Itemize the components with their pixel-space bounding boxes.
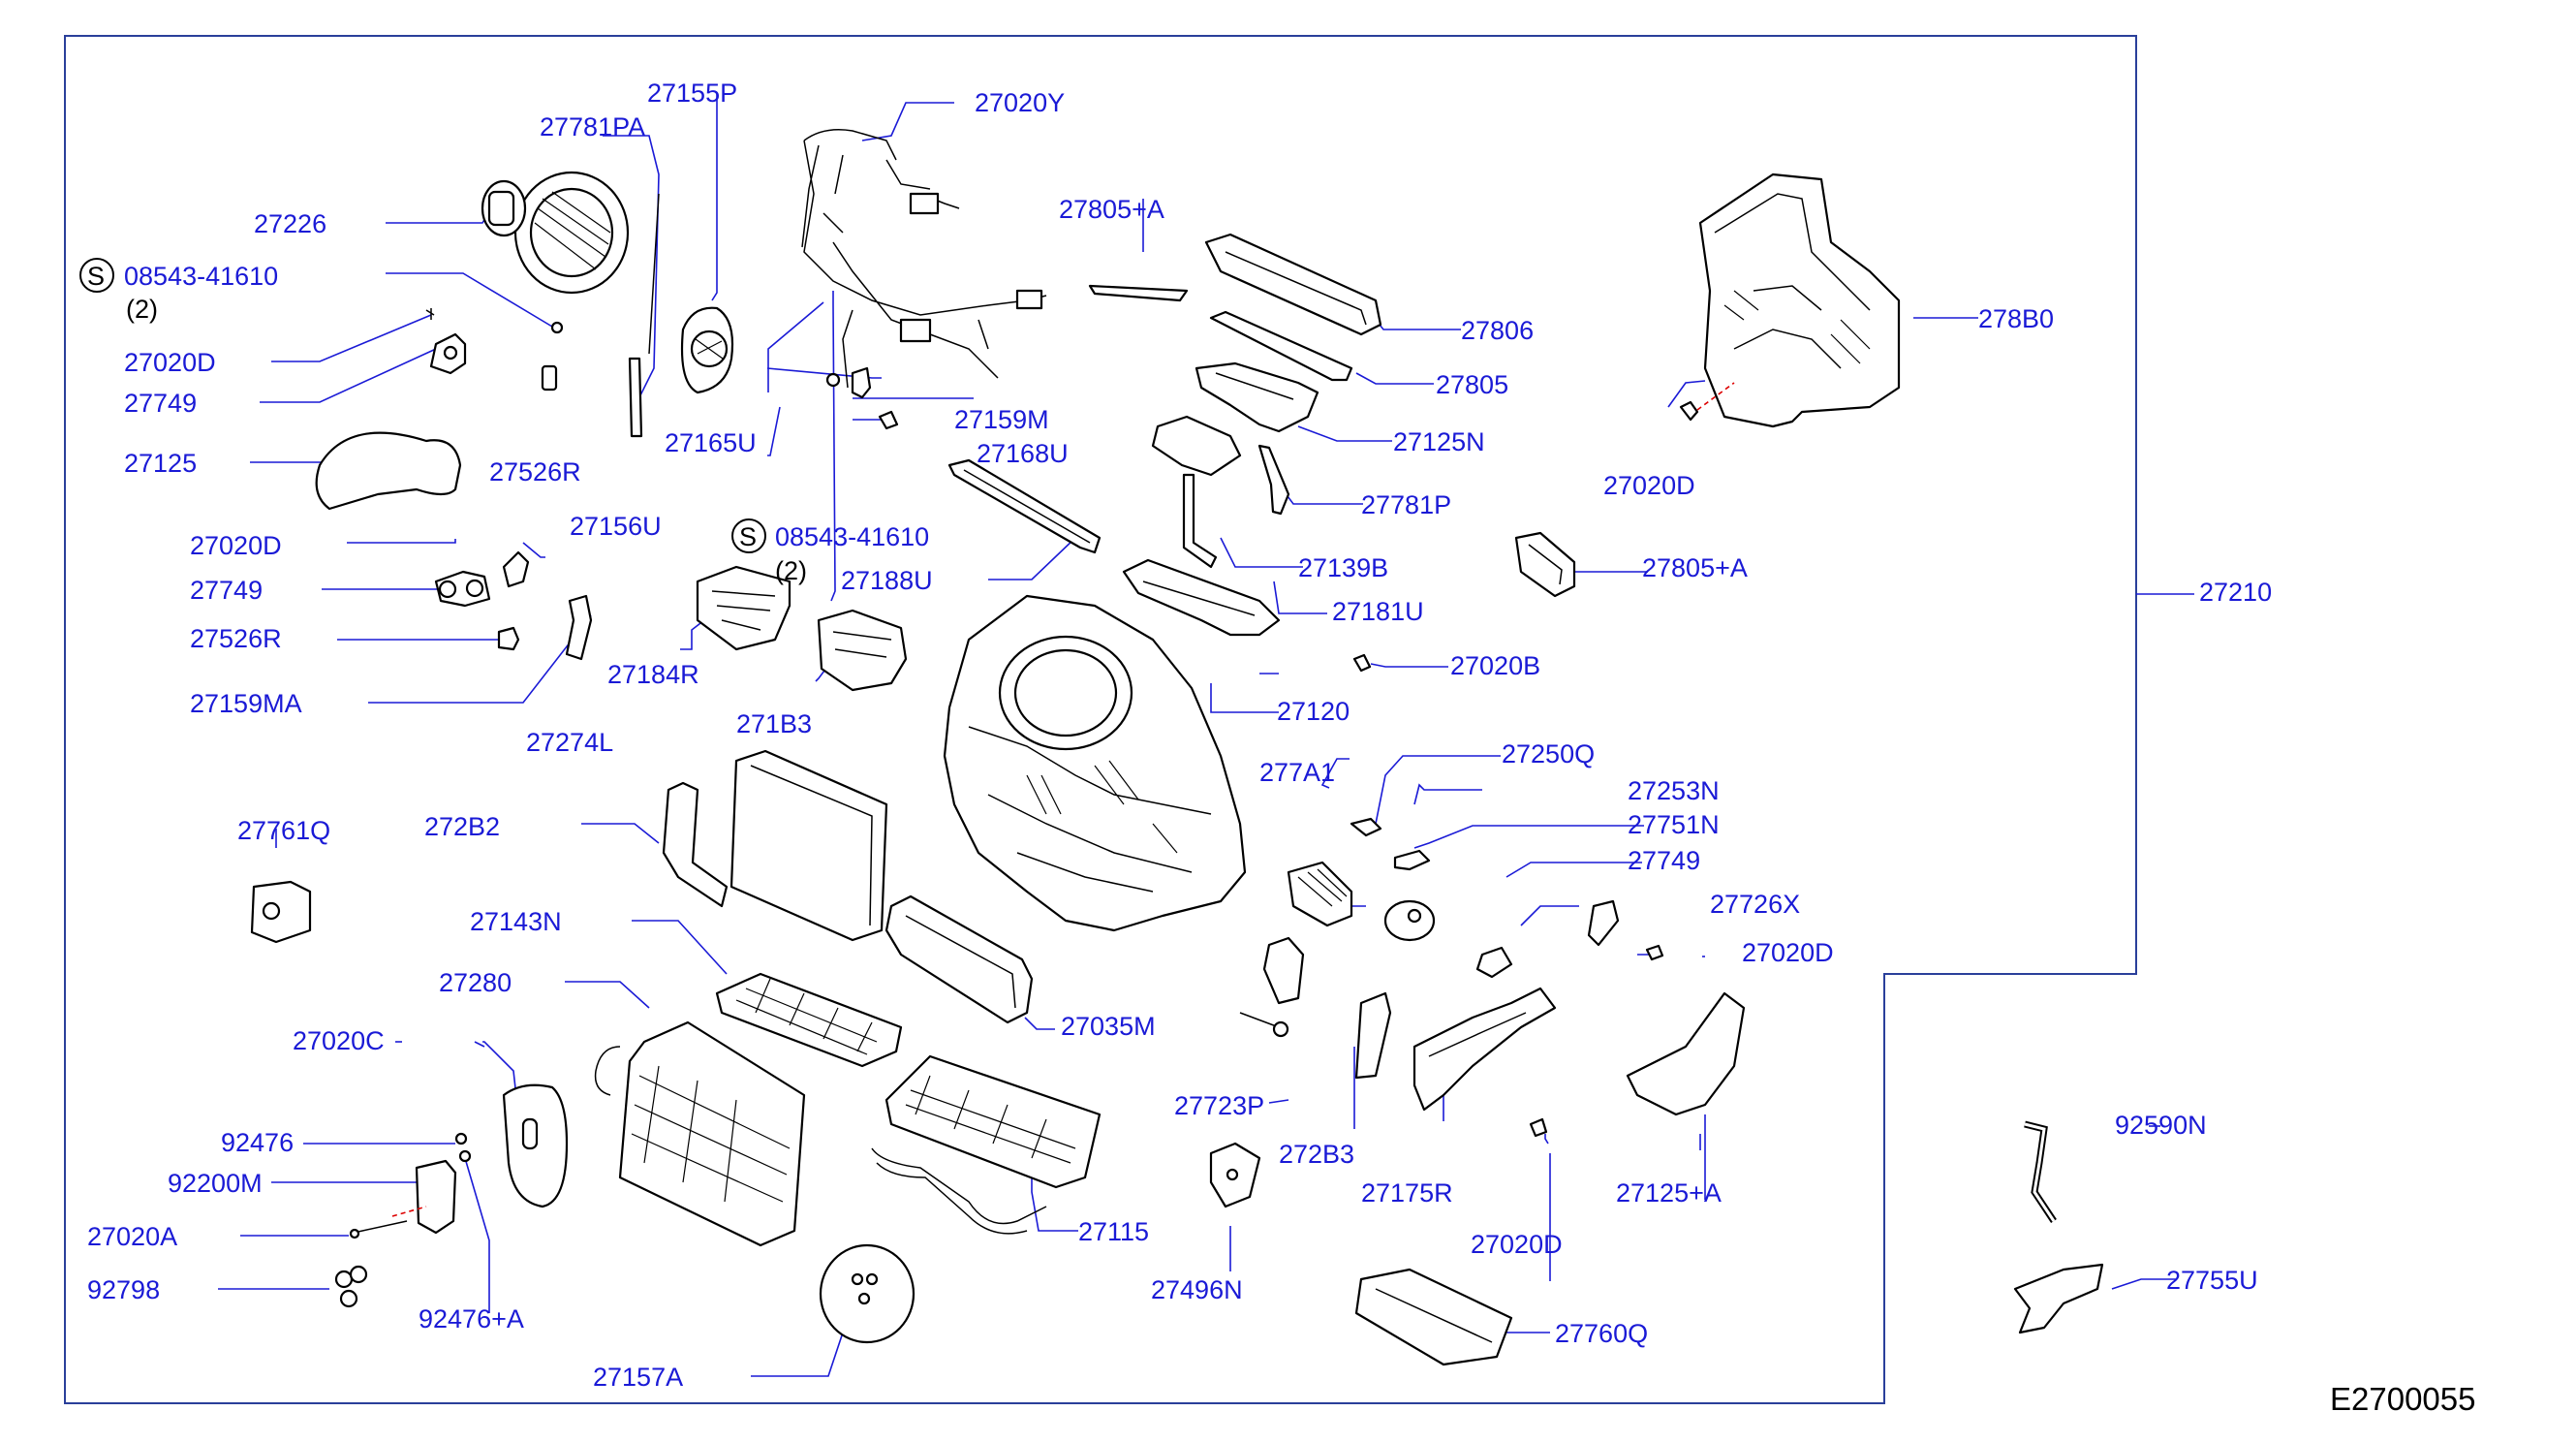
label-277A1: 277A1 (1259, 758, 1335, 787)
label-27020D-a: 27020D (124, 348, 216, 377)
label-27159M: 27159M (954, 405, 1049, 434)
standard-part-mark (79, 258, 114, 293)
part-labels: 27155P 27781PA 27020Y 27226 S 08543-4161… (79, 78, 2272, 1392)
label-27020D-b: 27020D (1603, 471, 1695, 500)
label-27159MA: 27159MA (190, 689, 302, 718)
label-27115: 27115 (1078, 1217, 1149, 1246)
heater-case (943, 594, 1247, 932)
label-27781PA: 27781PA (540, 112, 645, 141)
label-27155P: 27155P (647, 78, 737, 108)
label-27805A-top: 27805+A (1059, 195, 1164, 224)
label-27168U: 27168U (977, 439, 1069, 468)
label-27274L: 27274L (526, 728, 613, 757)
label-27188U: 27188U (841, 566, 933, 595)
label-27749-a: 27749 (124, 389, 197, 418)
quantity-b: (2) (775, 556, 807, 585)
mark-text: S (739, 522, 757, 551)
blower-motor (481, 171, 630, 295)
label-27253N: 27253N (1628, 776, 1720, 805)
label-27020D-e: 27020D (1471, 1230, 1563, 1259)
label-27157A: 27157A (593, 1363, 683, 1392)
label-27020Y: 27020Y (975, 88, 1065, 117)
label-27755U: 27755U (2166, 1266, 2258, 1295)
label-27749-c: 27749 (1628, 846, 1700, 875)
label-92476A: 92476+A (419, 1304, 524, 1333)
label-92798: 92798 (87, 1275, 160, 1304)
label-27020C: 27020C (293, 1026, 385, 1055)
label-27181U: 27181U (1332, 597, 1424, 626)
label-272B2: 272B2 (424, 812, 500, 841)
label-27210: 27210 (2199, 578, 2272, 607)
label-27526R-b: 27526R (190, 624, 282, 653)
diagram-code: E2700055 (2330, 1381, 2475, 1417)
label-27751N: 27751N (1628, 810, 1720, 839)
label-27120: 27120 (1277, 697, 1350, 726)
label-08543-41610-a: 08543-41610 (124, 262, 278, 291)
label-27143N: 27143N (470, 907, 562, 936)
label-27175R: 27175R (1361, 1178, 1453, 1208)
label-27125A: 27125+A (1616, 1178, 1722, 1208)
label-27139B: 27139B (1298, 553, 1388, 582)
label-27156U: 27156U (570, 512, 662, 541)
label-27020A: 27020A (87, 1222, 177, 1251)
label-27165U: 27165U (665, 428, 757, 457)
label-27020D-c: 27020D (190, 531, 282, 560)
label-27280: 27280 (439, 968, 512, 997)
label-92200M: 92200M (168, 1169, 263, 1198)
parts (250, 129, 2104, 1366)
label-27805: 27805 (1436, 370, 1508, 399)
label-27020B: 27020B (1450, 651, 1540, 680)
label-27526R-a: 27526R (489, 457, 581, 486)
label-27020D-d: 27020D (1742, 938, 1834, 967)
label-27726X: 27726X (1710, 890, 1800, 919)
label-271B3: 271B3 (736, 709, 812, 738)
label-27805A-mid: 27805+A (1642, 553, 1748, 582)
evaporator (594, 1020, 806, 1247)
label-27806: 27806 (1461, 316, 1534, 345)
label-272B3: 272B3 (1279, 1140, 1354, 1169)
label-27761Q: 27761Q (237, 816, 330, 845)
label-27760Q: 27760Q (1555, 1319, 1648, 1348)
diagram-frame (64, 35, 2137, 1404)
label-27125: 27125 (124, 449, 197, 478)
label-27226: 27226 (254, 209, 326, 238)
label-27125N: 27125N (1393, 427, 1485, 456)
label-278B0: 278B0 (1978, 304, 2054, 333)
label-27035M: 27035M (1061, 1012, 1156, 1041)
label-27781P: 27781P (1361, 490, 1451, 519)
label-27749-b: 27749 (190, 576, 263, 605)
standard-part-mark-b (731, 518, 766, 553)
quantity-a: (2) (126, 295, 158, 324)
label-92590N: 92590N (2115, 1111, 2207, 1140)
label-27723P: 27723P (1174, 1091, 1264, 1120)
label-27250Q: 27250Q (1502, 739, 1595, 769)
label-08543-41610-b: 08543-41610 (775, 522, 929, 551)
label-92476: 92476 (221, 1128, 294, 1157)
mark-text: S (87, 262, 105, 291)
label-27184R: 27184R (607, 660, 699, 689)
label-27496N: 27496N (1151, 1275, 1243, 1304)
